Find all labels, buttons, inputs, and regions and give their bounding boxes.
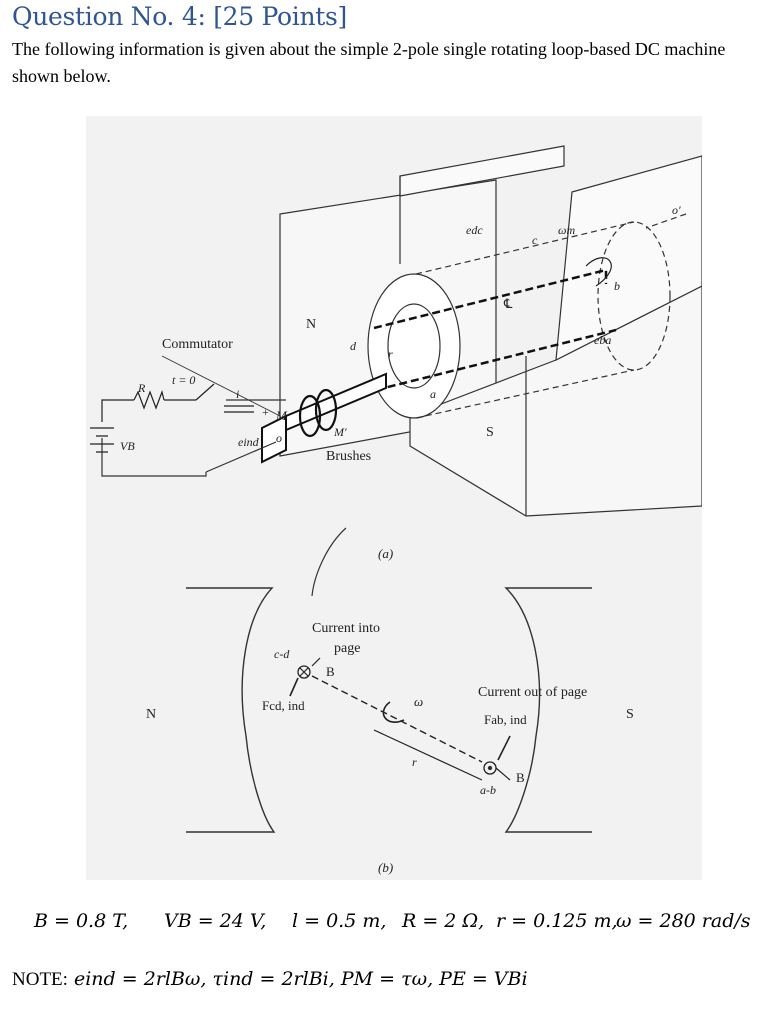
b-label-bottom: B: [516, 770, 525, 785]
radius-line: [311, 675, 483, 763]
o-label: o: [276, 431, 282, 445]
edc-label: edc: [466, 223, 483, 237]
switch-time-label: t = 0: [172, 373, 195, 387]
switch: [195, 383, 215, 401]
force-cd-arrow: [289, 677, 299, 697]
north-label-a: N: [306, 317, 316, 332]
machine-figure: N S Commutator t = 0 R VB i + M M′ o o′ …: [86, 116, 702, 880]
point-b-label: b: [614, 279, 620, 293]
f-ab-label: Fab, ind: [484, 712, 527, 727]
omega-m-arrow: [585, 257, 612, 287]
armature-circuit: [101, 399, 196, 422]
point-d-label: d: [350, 339, 357, 353]
rotor-back-face: [597, 221, 671, 371]
param-vb: VB = 24 V,: [164, 910, 267, 932]
commutator-ring: [298, 394, 322, 438]
conductor-cd: [297, 665, 311, 679]
eind-label: eind: [238, 435, 260, 449]
rotor-front-face: [367, 273, 461, 419]
note-lead: NOTE:: [12, 969, 68, 990]
brushes-label: Brushes: [326, 449, 371, 464]
resistor-label: R: [137, 381, 146, 395]
eba-label: eba: [594, 333, 611, 347]
ab-label: a-b: [480, 783, 496, 797]
omega-label: ω: [414, 694, 423, 709]
rotor-loop: [373, 268, 617, 392]
caption-b: (b): [378, 860, 393, 875]
question-description: The following information is given about…: [12, 39, 726, 86]
south-label-b: S: [626, 707, 634, 722]
param-l: l = 0.5 m,: [292, 910, 387, 932]
battery-plates: [90, 427, 114, 453]
cd-label: c-d: [274, 647, 290, 661]
question-title: Question No. 4: [25 Points]: [12, 2, 348, 31]
param-r-resistance: R = 2 Ω,: [402, 910, 485, 932]
force-ab-arrow: [497, 735, 511, 761]
caption-a: (a): [378, 546, 393, 561]
north-pole-arc: [186, 587, 276, 833]
current-label: i: [236, 387, 239, 401]
omega-arrow: [382, 701, 405, 723]
resistor-zigzag: [133, 389, 165, 410]
note-line: NOTE: eind = 2rlBω, τind = 2rlBi, PM = τ…: [12, 968, 528, 991]
m-prime-label: M′: [333, 425, 347, 439]
param-r-radius: r = 0.125 m,: [496, 910, 618, 932]
battery-label: VB: [120, 439, 135, 453]
radius-label-a: r: [388, 347, 393, 361]
f-cd-label: Fcd, ind: [262, 698, 305, 713]
note-formula: eind = 2rlBω, τind = 2rlBi, PM = τω, PE …: [73, 968, 528, 990]
radius-label-b: r: [412, 755, 417, 769]
o-prime-label: o′: [672, 203, 681, 217]
param-b: B = 0.8 T,: [34, 910, 129, 932]
b-label-top: B: [326, 664, 335, 679]
plus-sign: +: [262, 405, 269, 419]
current-out-label: Current out of page: [478, 685, 587, 700]
south-pole-arc: [504, 587, 592, 833]
param-omega: ω = 280 rad/s: [616, 910, 751, 932]
omega-m-label: ωm: [558, 223, 575, 237]
dc-machine-diagram: N S Commutator t = 0 R VB i + M M′ o o′ …: [90, 145, 702, 875]
commutator-label: Commutator: [162, 337, 233, 352]
current-into-label: Current into: [312, 621, 380, 636]
centerline-symbol: ℄: [503, 296, 513, 311]
page-label: page: [334, 641, 360, 656]
m-brush-label: M: [275, 408, 288, 423]
point-c-label: c: [532, 233, 538, 247]
south-label-a: S: [486, 425, 494, 440]
south-pole-top: [555, 155, 702, 362]
point-a-label: a: [430, 387, 436, 401]
north-label-b: N: [146, 707, 156, 722]
